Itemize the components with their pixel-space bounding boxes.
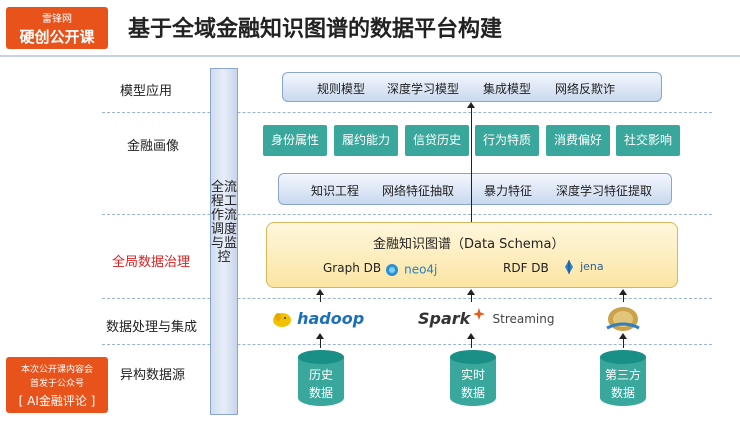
feature-item: 深度学习特征提取 (556, 184, 653, 198)
source-line2: 数据 (460, 386, 485, 400)
arrow-shaft (623, 338, 624, 348)
row-label-processing: 数据处理与集成 (106, 320, 198, 335)
arrow-shaft (471, 338, 472, 348)
arrow-up-icon (619, 333, 627, 339)
hadoop-text: hadoop (297, 309, 365, 328)
feature-item: 暴力特征 (484, 184, 533, 198)
portrait-tile: 信贷历史 (405, 125, 469, 156)
badge-bottom-line3: [ AI金融评论 ] (18, 394, 96, 408)
flume-icon (606, 307, 640, 331)
arrow-shaft (623, 294, 624, 302)
features-panel: 知识工程 网络特征抽取 暴力特征 深度学习特征提取 (278, 173, 672, 205)
rdf-db-label: RDF DB (503, 261, 549, 275)
arrow-up-icon (619, 289, 627, 295)
data-source-third-party: 第三方 数据 (600, 350, 646, 410)
arrow-up-icon (467, 289, 475, 295)
neo4j-icon (386, 263, 398, 276)
source-line2: 数据 (308, 386, 333, 400)
flume-logo (603, 304, 643, 338)
badge-top-line1: 雷锋网 (42, 14, 72, 25)
cylinder-top (600, 350, 646, 364)
row-label-model: 模型应用 (120, 84, 173, 99)
source-line1: 第三方 (604, 368, 641, 382)
source-line2: 数据 (610, 386, 635, 400)
kg-title: 金融知识图谱（Data Schema） (373, 237, 565, 252)
badge-bottom-line2: 首发于公众号 (29, 379, 84, 389)
arrow-shaft (320, 294, 321, 302)
cylinder-top (298, 350, 344, 364)
arrow-up-icon (467, 102, 475, 108)
row-label-sources: 异构数据源 (120, 368, 186, 383)
model-app-item: 规则模型 (317, 82, 366, 96)
feature-item: 知识工程 (311, 184, 360, 198)
separator-3 (102, 298, 712, 299)
cylinder-body: 实时 数据 (450, 356, 496, 406)
model-apps-panel: 规则模型 深度学习模型 集成模型 网络反欺诈 (282, 72, 662, 102)
arrow-shaft (320, 338, 321, 348)
title-underline (0, 55, 740, 57)
portrait-tile: 身份属性 (263, 125, 327, 156)
workflow-vertical-label: 全流程工作流调度与监控 (211, 180, 238, 265)
hadoop-logo: hadoop (272, 308, 364, 328)
leiphone-badge: 雷锋网 硬创公开课 (6, 7, 108, 49)
data-source-realtime: 实时 数据 (450, 350, 496, 410)
source-line1: 历史 (308, 368, 333, 382)
spark-logo: Spark Streaming (418, 308, 554, 328)
arrow-up-icon (467, 333, 475, 339)
badge-top-line2: 硬创公开课 (19, 28, 95, 46)
separator-2 (102, 214, 712, 215)
portrait-tile: 社交影响 (616, 125, 680, 156)
knowledge-graph-panel: 金融知识图谱（Data Schema） Graph DB neo4j RDF D… (266, 222, 678, 288)
model-app-item: 网络反欺诈 (555, 82, 616, 96)
arrow-shaft (471, 294, 472, 302)
portrait-tile: 履约能力 (334, 125, 398, 156)
separator-1 (102, 112, 712, 113)
jena-logo: jena (563, 256, 604, 275)
separator-4 (102, 344, 712, 345)
model-app-item: 集成模型 (483, 82, 532, 96)
neo4j-text: neo4j (404, 262, 438, 277)
vertical-connector (471, 108, 472, 222)
spark-star-icon (473, 308, 486, 320)
row-label-portrait: 金融画像 (127, 139, 180, 154)
page-title: 基于全域金融知识图谱的数据平台构建 (128, 17, 503, 42)
wechat-badge: 本次公开课内容会 首发于公众号 [ AI金融评论 ] (6, 357, 108, 413)
cylinder-top (450, 350, 496, 364)
portrait-tile: 行为特质 (475, 125, 539, 156)
cylinder-body: 历史 数据 (298, 356, 344, 406)
arrow-up-icon (316, 333, 324, 339)
graph-db-label: Graph DB (323, 261, 382, 275)
jena-text: jena (580, 260, 604, 273)
data-source-history: 历史 数据 (298, 350, 344, 410)
workflow-vertical-bar: 全流程工作流调度与监控 (210, 68, 238, 415)
cylinder-body: 第三方 数据 (600, 356, 646, 406)
neo4j-logo: neo4j (385, 259, 437, 278)
model-app-item: 深度学习模型 (387, 82, 460, 96)
row-label-governance: 全局数据治理 (112, 255, 191, 270)
streaming-text: Streaming (492, 311, 555, 326)
spark-text: Spark (418, 309, 471, 328)
jena-feather-icon (565, 259, 573, 274)
hadoop-elephant-icon (273, 312, 291, 327)
source-line1: 实时 (460, 368, 485, 382)
badge-bottom-line1: 本次公开课内容会 (20, 365, 93, 375)
portrait-tile: 消费偏好 (546, 125, 610, 156)
feature-item: 网络特征抽取 (382, 184, 455, 198)
arrow-up-icon (316, 289, 324, 295)
